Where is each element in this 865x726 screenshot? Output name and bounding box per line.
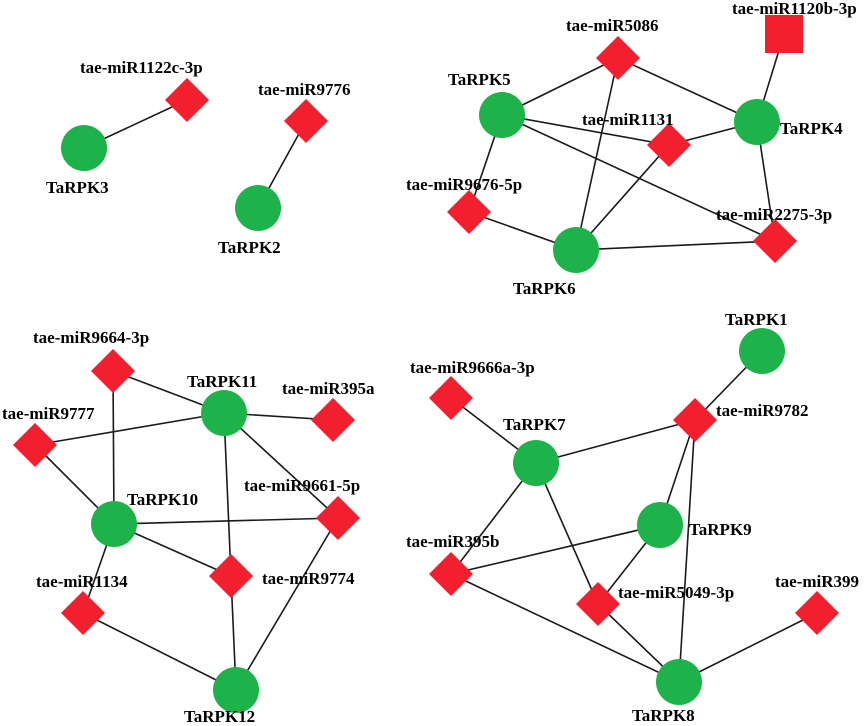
node-label-miR5086: tae-miR5086: [566, 16, 659, 35]
mirna-node-miR9676: [447, 190, 491, 234]
mirna-node-miR9782: [673, 398, 717, 442]
edge-TaRPK7-miR5049: [535, 462, 599, 605]
mirna-node-miR5049: [576, 582, 620, 626]
node-label-miR9776: tae-miR9776: [258, 80, 351, 99]
edge-miR9782-TaRPK8: [678, 419, 696, 683]
edge-miR395b-TaRPK8: [450, 573, 680, 683]
mirna-node-miR9777: [13, 423, 57, 467]
edge-TaRPK5-miR2275: [501, 114, 776, 242]
node-label-miR1131: tae-miR1131: [582, 110, 674, 129]
node-layer: [13, 15, 839, 713]
mirna-node-miR9774: [209, 554, 253, 598]
node-label-miR9666a: tae-miR9666a-3p: [410, 358, 535, 377]
mirna-node-miR399: [795, 591, 839, 635]
edge-TaRPK11-miR9774: [223, 412, 232, 577]
node-label-TaRPK3: TaRPK3: [46, 178, 109, 197]
gene-node-TaRPK12: [213, 667, 259, 713]
edge-TaRPK5-miR1131: [501, 114, 670, 146]
node-label-miR395b: tae-miR395b: [406, 532, 499, 551]
node-label-TaRPK4: TaRPK4: [780, 119, 843, 138]
edge-TaRPK6-miR2275: [575, 240, 776, 251]
node-label-miR395a: tae-miR395a: [282, 379, 375, 398]
node-label-TaRPK1: TaRPK1: [725, 310, 788, 329]
edge-miR5086-TaRPK6: [575, 57, 619, 251]
mirna-node-miR9776: [284, 99, 328, 143]
mirna-node-miR5086: [596, 36, 640, 80]
gene-node-TaRPK4: [734, 99, 780, 145]
gene-node-TaRPK8: [656, 659, 702, 705]
edge-TaRPK7-miR9782: [535, 419, 696, 464]
node-label-miR9661: tae-miR9661-5p: [244, 476, 360, 495]
node-label-miR9664: tae-miR9664-3p: [33, 328, 149, 347]
node-label-TaRPK2: TaRPK2: [218, 238, 281, 257]
node-label-miR399: tae-miR399: [775, 572, 859, 591]
node-label-miR1122c: tae-miR1122c-3p: [80, 58, 203, 77]
node-label-miR5049: tae-miR5049-3p: [618, 583, 734, 602]
gene-node-TaRPK10: [91, 501, 137, 547]
edge-miR399-TaRPK8: [678, 612, 818, 683]
node-label-TaRPK6: TaRPK6: [513, 279, 576, 298]
mirna-node-miR395a: [311, 398, 355, 442]
node-label-miR9777: tae-miR9777: [2, 404, 95, 423]
node-label-TaRPK11: TaRPK11: [187, 372, 257, 391]
mirna-node-miR9666a: [429, 376, 473, 420]
edge-miR1134-TaRPK12: [82, 612, 237, 691]
node-label-miR9774: tae-miR9774: [262, 569, 355, 588]
node-label-miR9676: tae-miR9676-5p: [406, 175, 522, 194]
node-label-miR1120b: tae-miR1120b-3p: [732, 0, 857, 18]
mirna-node-miR395b: [429, 552, 473, 596]
edge-TaRPK10-miR9661: [113, 517, 339, 525]
mirna-node-miR1122c: [165, 78, 209, 122]
gene-node-TaRPK7: [513, 440, 559, 486]
mirna-node-miR9664: [91, 349, 135, 393]
edge-miR5086-TaRPK4: [617, 57, 758, 123]
mirna-node-miR1134: [61, 591, 105, 635]
mirna-node-miR1131: [647, 123, 691, 167]
mirna-node-miR9661: [316, 496, 360, 540]
gene-node-TaRPK1: [739, 328, 785, 374]
node-label-TaRPK7: TaRPK7: [503, 415, 566, 434]
node-label-TaRPK10: TaRPK10: [127, 490, 198, 509]
node-label-TaRPK9: TaRPK9: [689, 520, 752, 539]
node-label-miR1134: tae-miR1134: [36, 572, 128, 591]
gene-node-TaRPK5: [479, 92, 525, 138]
edge-miR9777-TaRPK11: [34, 412, 225, 446]
edge-TaRPK11-miR9661: [223, 412, 339, 519]
gene-node-TaRPK2: [235, 185, 281, 231]
node-label-TaRPK5: TaRPK5: [448, 70, 511, 89]
gene-node-TaRPK11: [201, 390, 247, 436]
edge-TaRPK9-miR395b: [450, 524, 661, 575]
gene-node-TaRPK6: [553, 227, 599, 273]
mirna-node-miR2275: [753, 219, 797, 263]
gene-node-TaRPK3: [61, 125, 107, 171]
edge-miR9664-TaRPK10: [112, 370, 115, 525]
node-label-miR9782: tae-miR9782: [716, 401, 809, 420]
edge-miR9661-TaRPK12: [235, 517, 339, 691]
edge-TaRPK7-miR395b: [450, 462, 537, 575]
gene-node-TaRPK9: [637, 502, 683, 548]
node-label-miR2275: tae-miR2275-3p: [716, 205, 832, 224]
node-label-TaRPK12: TaRPK12: [184, 707, 255, 726]
node-label-TaRPK8: TaRPK8: [632, 706, 695, 725]
mirna-node-miR1120b: [765, 15, 803, 53]
edge-miR1131-TaRPK6: [575, 144, 670, 251]
